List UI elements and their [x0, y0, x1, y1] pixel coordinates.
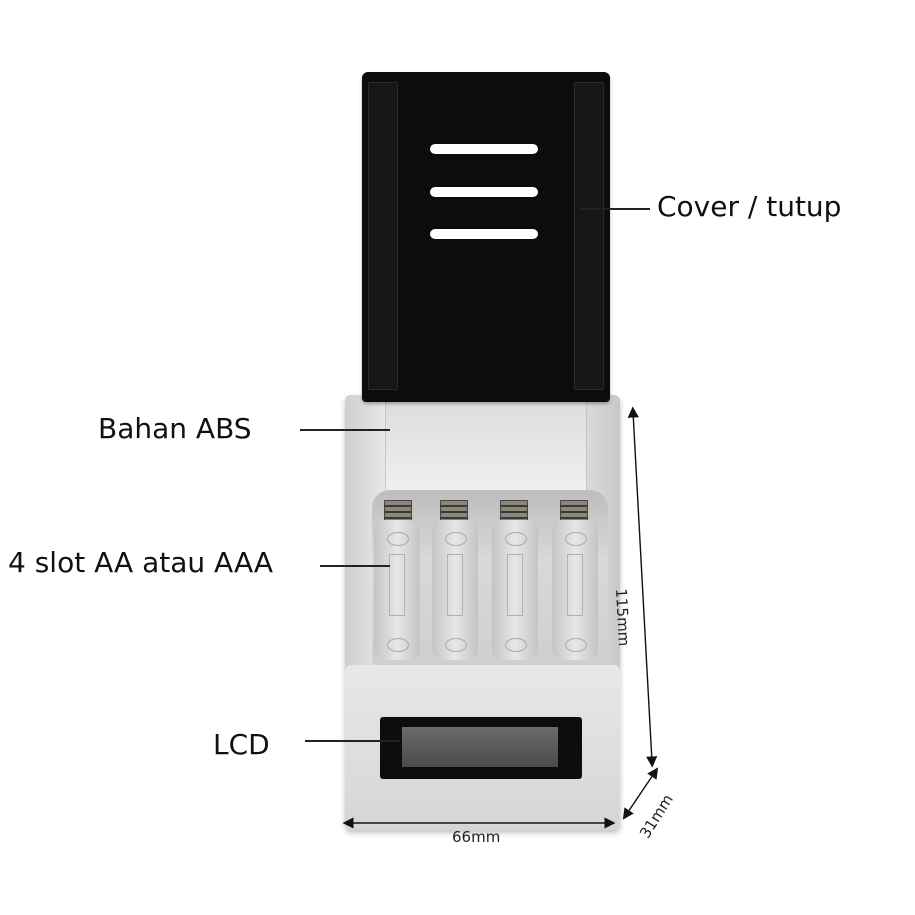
battery-slot-1 [374, 520, 420, 660]
dimension-width: 66mm [452, 828, 501, 846]
leader-line-cover [580, 208, 650, 210]
label-lcd: LCD [213, 728, 270, 761]
label-material: Bahan ABS [98, 412, 252, 445]
battery-slot-2 [432, 520, 478, 660]
battery-slot-3 [492, 520, 538, 660]
dimension-height: 115mm [612, 588, 634, 647]
label-cover: Cover / tutup [657, 190, 842, 223]
cover-hinge-panel [385, 395, 587, 492]
cover-rail-left [368, 82, 398, 390]
leader-line-lcd [305, 740, 400, 742]
cover-rail-right [574, 82, 604, 390]
cover-vent-slot [430, 229, 538, 239]
battery-slot-4 [552, 520, 598, 660]
cover-vent-slot [430, 187, 538, 197]
battery-bay [372, 490, 608, 665]
lcd-screen [402, 727, 558, 767]
charger-cover [362, 72, 610, 402]
cover-vent-slot [430, 144, 538, 154]
leader-line-material [300, 429, 390, 431]
lcd-display [380, 717, 582, 779]
label-slots: 4 slot AA atau AAA [8, 546, 274, 579]
leader-line-slots [320, 565, 390, 567]
